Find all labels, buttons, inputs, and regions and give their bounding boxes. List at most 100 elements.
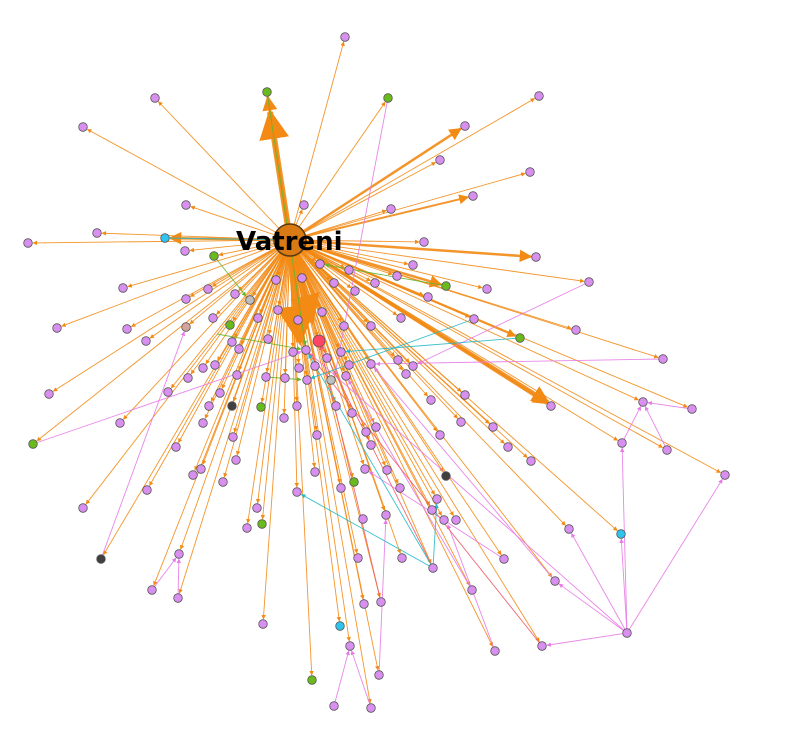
hub-edge <box>85 239 291 505</box>
hub-edge <box>238 239 291 371</box>
graph-node <box>115 418 125 428</box>
graph-node <box>163 387 173 397</box>
edge <box>308 353 434 569</box>
graph-node <box>78 503 88 513</box>
graph-node <box>204 401 214 411</box>
graph-node <box>329 278 339 288</box>
graph-node <box>173 593 183 603</box>
nodes-layer <box>23 32 730 713</box>
graph-node <box>371 422 381 432</box>
hub-edge <box>216 239 291 315</box>
graph-node <box>490 646 500 656</box>
hub-edge <box>149 239 291 339</box>
hub-edge <box>233 239 291 433</box>
edge <box>373 367 556 582</box>
graph-node <box>419 237 429 247</box>
hub-edge <box>261 239 291 620</box>
hub-edge <box>189 239 291 253</box>
graph-node <box>218 477 228 487</box>
graph-node <box>341 371 351 381</box>
graph-node <box>336 347 346 357</box>
hub-edge <box>289 239 454 517</box>
hub-edge <box>289 239 505 444</box>
hub-edge <box>289 239 502 556</box>
graph-node <box>392 271 402 281</box>
graph-node <box>456 417 466 427</box>
graph-node <box>531 252 541 262</box>
graph-node <box>288 347 298 357</box>
hub-edge <box>289 239 618 532</box>
graph-node <box>312 430 322 440</box>
edge <box>378 519 388 676</box>
hub-edge <box>260 239 291 520</box>
graph-node <box>118 283 128 293</box>
graph-node <box>339 321 349 331</box>
graph-node <box>427 505 437 515</box>
graph-node <box>307 675 317 685</box>
edge <box>308 353 543 647</box>
hub-edge <box>289 239 471 586</box>
graph-node <box>361 427 371 437</box>
graph-node <box>225 320 235 330</box>
hub-edge <box>210 239 291 402</box>
graph-node <box>366 440 376 450</box>
edge <box>320 345 434 569</box>
graph-node <box>396 313 406 323</box>
graph-node <box>345 641 355 651</box>
graph-node <box>423 292 433 302</box>
hub-edge <box>52 239 291 392</box>
hub-edge <box>103 239 291 556</box>
graph-node <box>344 360 354 370</box>
graph-node <box>584 277 594 287</box>
graph-node <box>279 413 289 423</box>
edge <box>375 358 664 367</box>
graph-node <box>687 404 697 414</box>
graph-node <box>23 238 33 248</box>
graph-node <box>386 204 396 214</box>
hub-edge <box>36 239 291 442</box>
graph-node <box>208 313 218 323</box>
graph-node <box>546 401 556 411</box>
graph-node <box>230 289 240 299</box>
edge <box>216 333 302 351</box>
graph-node <box>292 401 302 411</box>
graph-node <box>326 375 336 385</box>
edge <box>571 532 628 634</box>
graph-node <box>147 585 157 595</box>
edge <box>647 401 693 410</box>
graph-node <box>28 439 38 449</box>
graph-node <box>227 337 237 347</box>
graph-node <box>181 200 191 210</box>
hub-edge <box>86 129 291 241</box>
graph-node <box>499 554 509 564</box>
edge <box>213 255 247 297</box>
hub-edge <box>289 172 526 241</box>
graph-node <box>210 360 220 370</box>
graph-node <box>160 233 170 243</box>
graph-node <box>181 322 191 332</box>
hub-edge <box>246 239 291 524</box>
graph-node <box>482 284 492 294</box>
edge <box>100 331 185 560</box>
graph-node <box>638 397 648 407</box>
graph-node <box>358 514 368 524</box>
graph-node <box>397 553 407 563</box>
hub-edge <box>190 239 291 375</box>
hub-edge <box>289 239 585 283</box>
graph-node <box>257 519 267 529</box>
graph-node <box>534 91 544 101</box>
edge <box>300 494 434 569</box>
hub-edge <box>289 238 533 263</box>
hub-edge <box>158 101 291 241</box>
graph-node <box>263 334 273 344</box>
graph-node <box>122 324 132 334</box>
graph-node <box>360 464 370 474</box>
hub-edge <box>289 239 566 526</box>
graph-node <box>550 576 560 586</box>
graph-node <box>271 275 281 285</box>
graph-node <box>301 345 311 355</box>
graph-node <box>315 259 325 269</box>
graph-node <box>658 354 668 364</box>
graph-node <box>441 281 451 291</box>
